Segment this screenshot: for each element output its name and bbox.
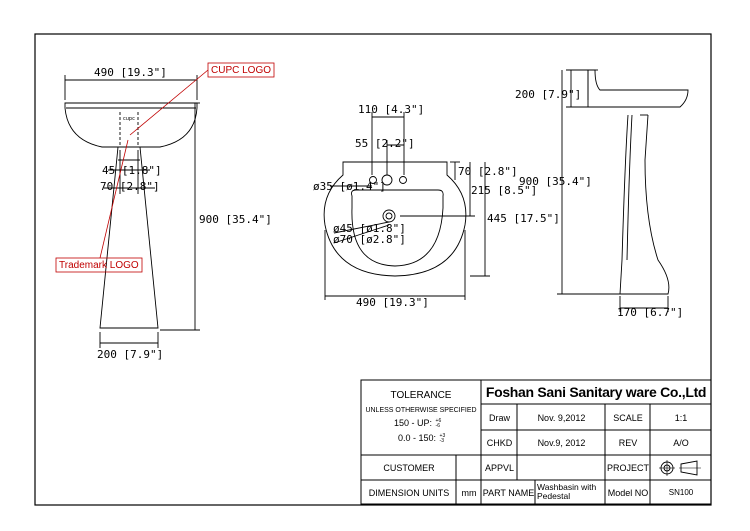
top-view (323, 112, 490, 300)
draw-label: Draw (488, 412, 510, 423)
appvl-label: APPVL (484, 463, 515, 473)
top-width-label: 490 [19.3"] (356, 296, 429, 309)
projection-symbol-icon (651, 456, 711, 480)
trademark-logo-callout: Trademark LOGO (59, 260, 139, 271)
tolerance-title: TOLERANCE (390, 389, 452, 401)
cupc-leader-line (129, 69, 209, 136)
tol-2-plus: +3 (439, 432, 446, 439)
rev-value: A/O (673, 438, 689, 448)
top-dim-215-label: 215 [8.5"] (471, 184, 537, 197)
scale-value: 1:1 (674, 412, 688, 423)
tolerance-row-2-range: 0.0 - 150: (398, 433, 437, 443)
part-name-value: Washbasin with Pedestal (537, 482, 597, 501)
tolerance-row-1-limits: +6-6 (435, 417, 442, 429)
top-dim-110-label: 110 [4.3"] (358, 103, 424, 116)
front-dim-45-label: 45 [1.8"] (102, 164, 162, 177)
front-dim-70-label: 70 [2.8"] (100, 180, 160, 193)
cupc-logo-callout: CUPC LOGO (211, 65, 271, 76)
model-no-value: SN100 (668, 488, 694, 497)
trademark-logo-callout-box (55, 257, 143, 273)
draw-date: Nov. 9,2012 (537, 412, 586, 423)
top-dim-35-label: ø35 [ø1.4"] (313, 180, 386, 193)
front-base-width-label: 200 [7.9"] (97, 348, 163, 361)
title-block-grid (360, 379, 712, 505)
cupc-logo-mark: cupc (123, 116, 135, 122)
top-dim-70-label: 70 [2.8"] (458, 165, 518, 178)
tol-1-minus: -6 (435, 422, 440, 429)
side-height-label: 900 [35.4"] (519, 175, 592, 188)
tol-1-plus: +6 (435, 417, 442, 424)
chkd-date: Nov.9, 2012 (537, 438, 586, 448)
tol-2-minus: -3 (439, 437, 444, 444)
top-dim-55-label: 55 [2.2"] (355, 137, 415, 150)
units-value: mm (461, 487, 477, 498)
tolerance-row-1: 150 - UP: +6-6 (394, 418, 441, 430)
tolerance-row-2: 0.0 - 150: +3-3 (398, 433, 445, 445)
top-dim-70-dia-label: ø70 [ø2.8"] (333, 233, 406, 246)
project-label: PROJECT (606, 463, 649, 473)
company-name: Foshan Sani Sanitary ware Co.,Ltd (485, 384, 707, 400)
chkd-label: CHKD (486, 438, 513, 448)
dimension-units-label: DIMENSION UNITS (368, 487, 450, 498)
tolerance-row-1-range: 150 - UP: (394, 418, 433, 428)
customer-label: CUSTOMER (383, 462, 435, 473)
part-name-label: PART NAME (482, 487, 535, 498)
side-depth-top-label: 200 [7.9"] (515, 88, 581, 101)
trademark-leader-line (99, 139, 129, 259)
top-dim-45-label: ø45 [ø1.8"] (333, 222, 406, 235)
unless-specified-text: UNLESS OTHERWISE SPECIFIED (365, 406, 477, 414)
tolerance-row-2-limits: +3-3 (439, 432, 446, 444)
front-height-label: 900 [35.4"] (199, 213, 272, 226)
top-dim-445-label: 445 [17.5"] (487, 212, 560, 225)
scale-label: SCALE (613, 412, 643, 423)
front-width-top-label: 490 [19.3"] (94, 66, 167, 79)
appvl-value (518, 456, 605, 480)
side-base-label: 170 [6.7"] (617, 306, 683, 319)
drawing-border (34, 33, 712, 506)
model-no-label: Model NO (607, 487, 649, 498)
rev-label: REV (618, 438, 638, 448)
side-view (557, 69, 689, 312)
